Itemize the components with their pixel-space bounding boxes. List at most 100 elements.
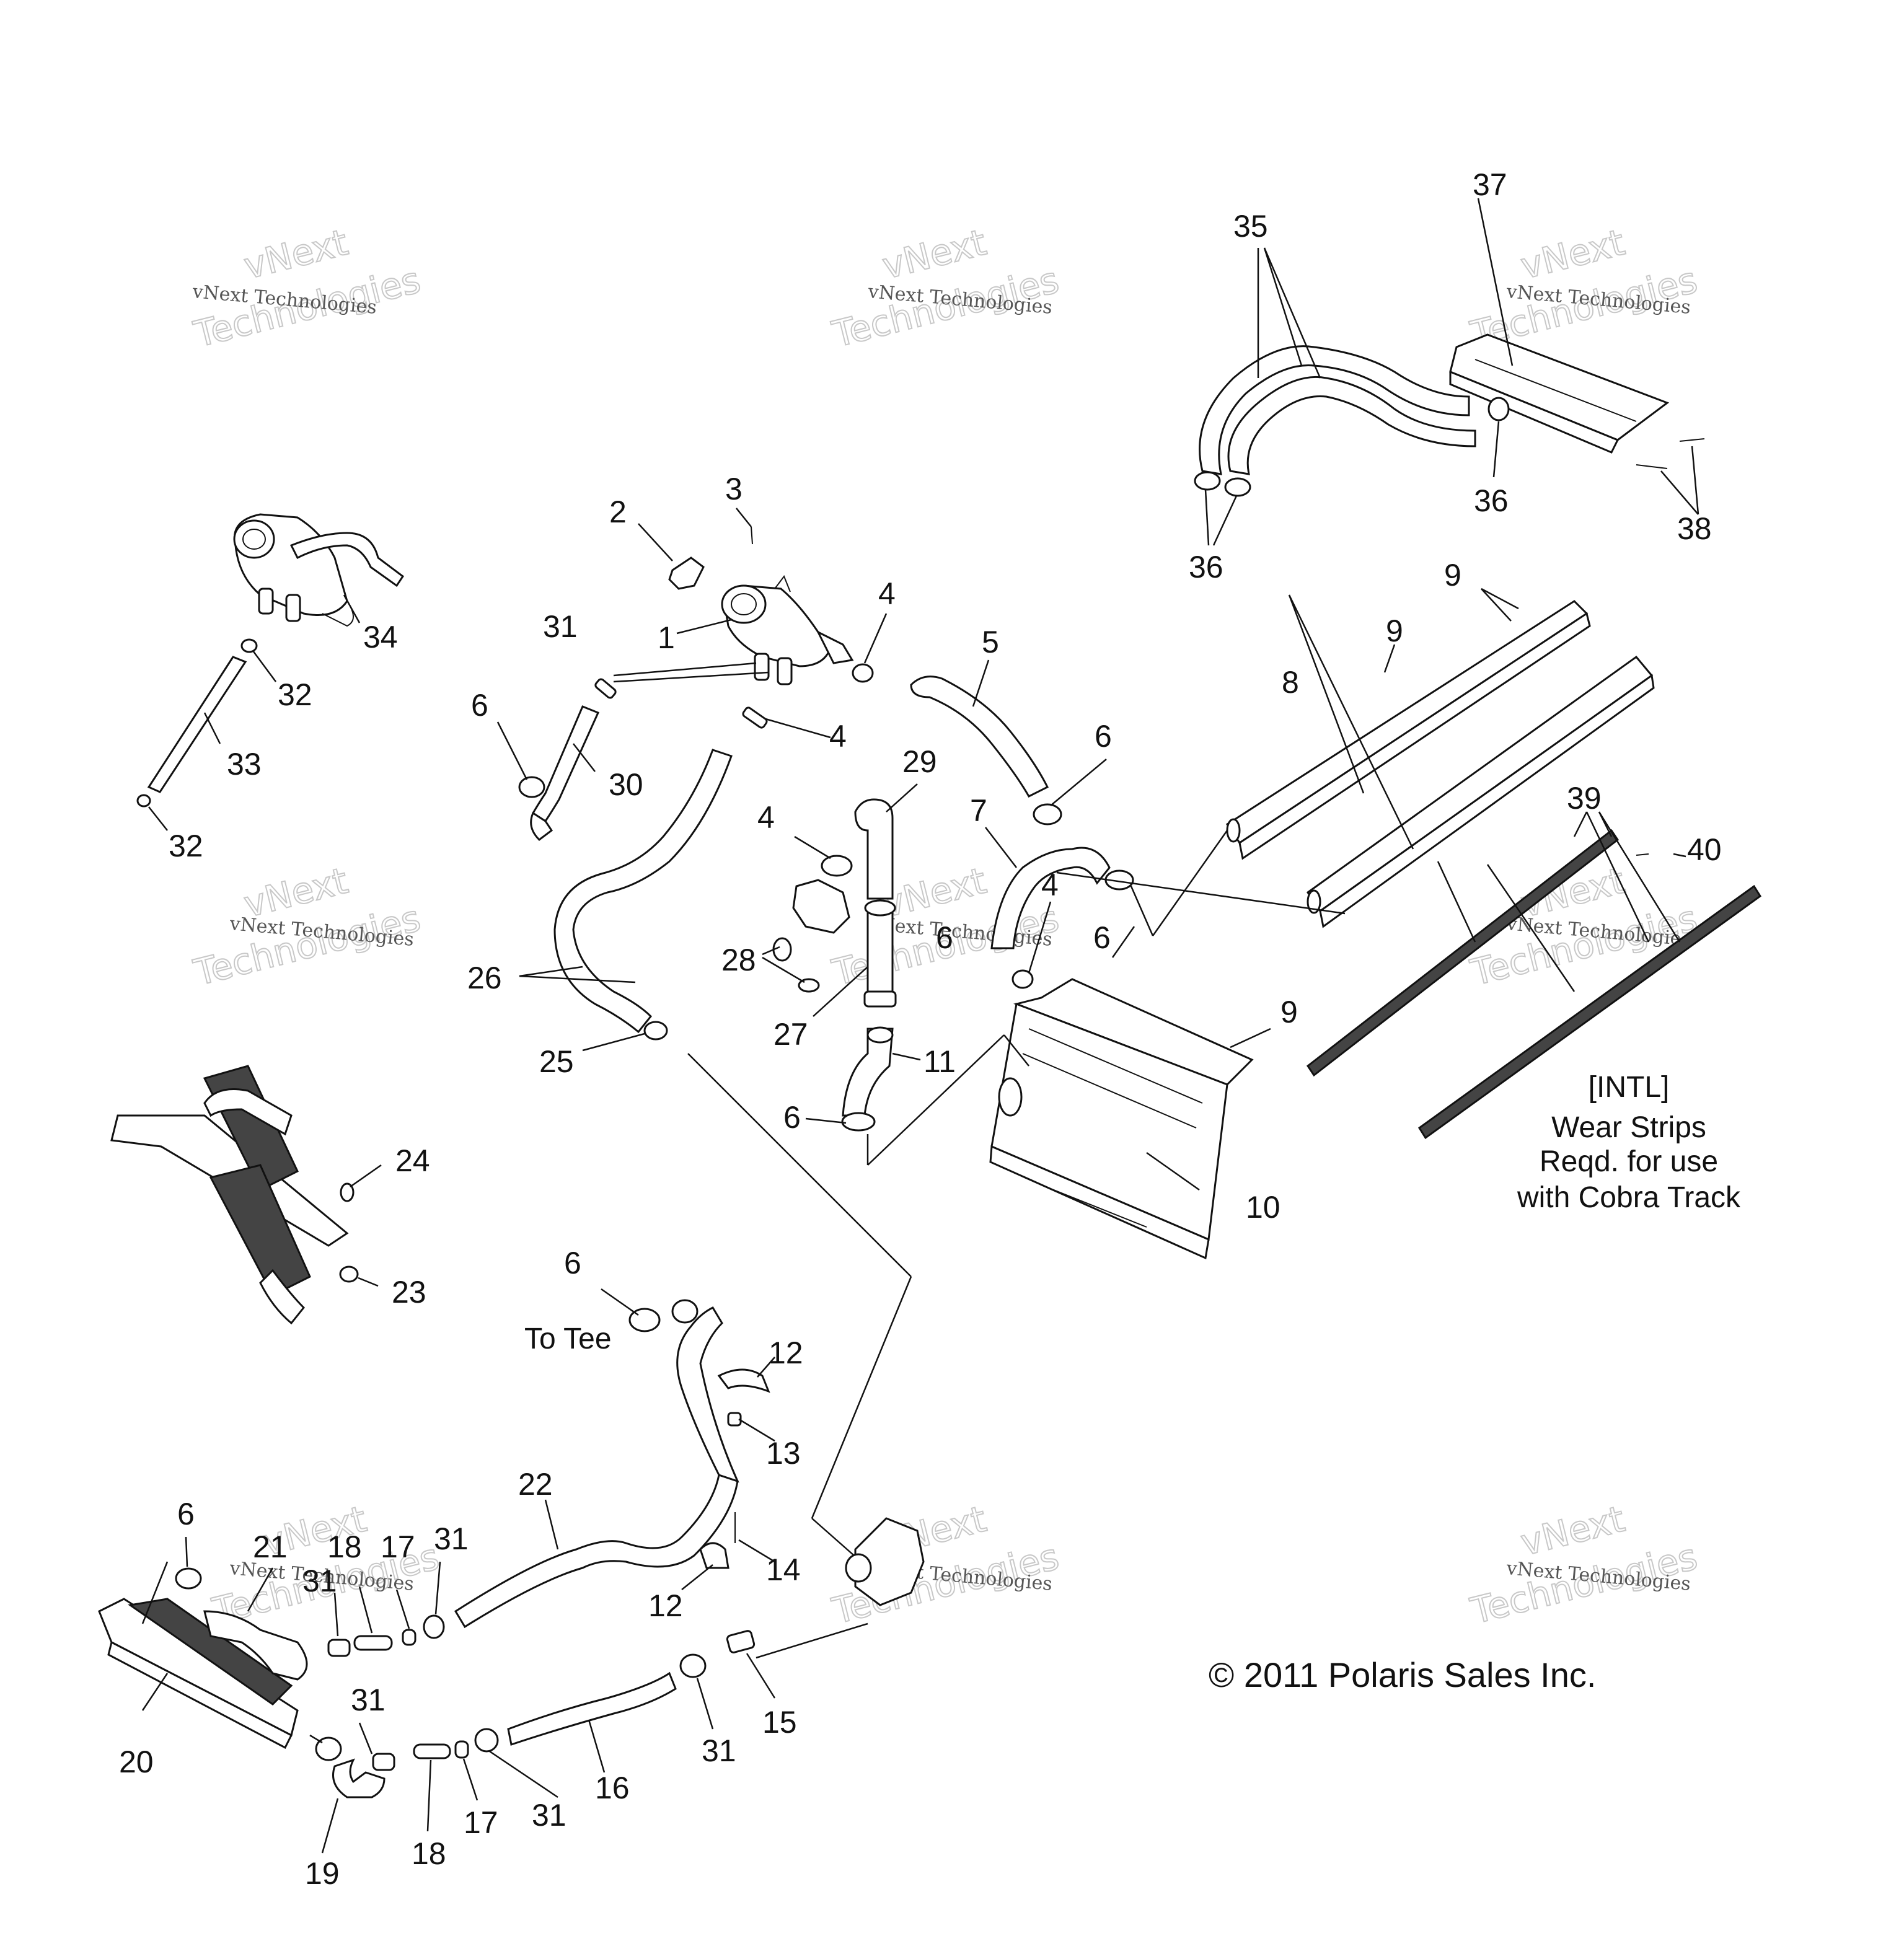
hoses-35	[1194, 345, 1510, 497]
callout-6a: 6	[471, 688, 488, 723]
callout-16: 16	[595, 1771, 630, 1805]
water-pump	[845, 1517, 925, 1606]
overflow-tube-33	[136, 638, 258, 808]
callout-12b: 12	[648, 1588, 683, 1623]
watermark-top-center: vNext Technologies vNext Technologies	[827, 221, 1064, 356]
callout-37: 37	[1473, 167, 1507, 202]
thermostat-housing	[792, 879, 850, 934]
callout-38: 38	[1677, 511, 1712, 546]
callout-31e: 31	[532, 1798, 566, 1833]
hose-22	[454, 1474, 739, 1629]
watermark-bottom-right: vNext Technologies vNext Technologies	[1466, 1497, 1702, 1633]
callout-17a: 17	[381, 1529, 415, 1564]
clamp-tee-lower	[863, 990, 897, 1008]
callout-18b: 18	[412, 1836, 446, 1871]
callout-9a: 9	[1444, 558, 1461, 592]
nut-23	[339, 1265, 359, 1283]
callout-31a: 31	[543, 609, 578, 644]
hose-16	[507, 1671, 677, 1746]
bolt-13	[727, 1412, 742, 1427]
clamp-4c	[821, 855, 853, 877]
intl-note-line-2: Wear Strips	[1551, 1111, 1706, 1144]
copyright-notice: © 2011 Polaris Sales Inc.	[1209, 1655, 1596, 1694]
screw-3	[751, 526, 753, 545]
callout-40: 40	[1687, 832, 1722, 867]
callout-5: 5	[982, 625, 999, 659]
callout-4d: 4	[1041, 868, 1059, 902]
callout-39: 39	[1567, 781, 1602, 816]
callout-4a: 4	[878, 576, 896, 611]
hose-7	[990, 847, 1111, 949]
callout-36b: 36	[1189, 550, 1223, 584]
rear-heat-exchanger-37	[1449, 333, 1670, 454]
callout-31c: 31	[434, 1521, 469, 1556]
watermark-top-right: vNext Technologies vNext Technologies	[1466, 221, 1702, 356]
screw-40	[1636, 853, 1649, 856]
clamp-4d	[1011, 969, 1034, 989]
hose-5	[910, 676, 1049, 798]
intl-note: [INTL] Wear Strips Reqd. for use with Co…	[1517, 1071, 1741, 1214]
callout-6e: 6	[783, 1100, 801, 1135]
tee-27	[866, 904, 894, 1005]
clamp-6-tee	[864, 899, 896, 917]
callout-29: 29	[902, 744, 937, 779]
callout-6d: 6	[936, 920, 953, 955]
intl-note-line-3: Reqd. for use	[1540, 1145, 1718, 1178]
callout-34: 34	[363, 620, 398, 654]
callout-12a: 12	[769, 1336, 803, 1370]
clamp-31g	[679, 1653, 707, 1678]
callout-17b: 17	[464, 1805, 498, 1840]
callout-33: 33	[227, 747, 262, 781]
callout-32a: 32	[278, 677, 312, 712]
clamp-4a	[852, 663, 874, 683]
callout-6c: 6	[1093, 920, 1111, 955]
callout-13: 13	[766, 1436, 801, 1471]
callout-19: 19	[305, 1856, 340, 1891]
clamp-6b	[1033, 803, 1062, 825]
callout-9b: 9	[1386, 614, 1403, 648]
callout-1: 1	[658, 620, 675, 655]
to-tee-label: To Tee	[524, 1323, 612, 1355]
watermark-large-top: vNext	[240, 221, 352, 288]
callout-15: 15	[762, 1705, 797, 1740]
thermostat-28	[772, 937, 792, 962]
coolant-bottle-34	[233, 513, 405, 627]
callout-11: 11	[923, 1044, 956, 1079]
wear-strips-39	[1306, 829, 1762, 1140]
callout-6f: 6	[564, 1246, 581, 1280]
callout-2: 2	[609, 495, 627, 529]
watermark-top-left: vNext Technologies vNext Technologies	[189, 221, 425, 356]
coolant-tank-1	[721, 574, 854, 685]
callout-14: 14	[766, 1552, 801, 1587]
intl-note-line-1: [INTL]	[1589, 1071, 1670, 1104]
fitting-24	[340, 1182, 355, 1202]
watermark-large-top: vNext	[878, 221, 990, 288]
hose-26	[553, 749, 733, 1034]
fitting-31a	[594, 678, 617, 699]
callout-21: 21	[253, 1529, 288, 1564]
callout-26: 26	[467, 961, 502, 995]
callout-4b: 4	[829, 719, 847, 754]
fitting-4b	[742, 706, 768, 729]
elbow-19	[332, 1758, 386, 1798]
callout-10: 10	[1246, 1190, 1280, 1225]
ring-17a	[402, 1629, 416, 1646]
callout-36a: 36	[1474, 483, 1509, 518]
leader-lines	[141, 198, 1699, 1854]
clamp-6c	[866, 1026, 894, 1044]
radiator-20	[98, 1598, 308, 1750]
callout-9c: 9	[1280, 995, 1298, 1029]
bracket-12a	[717, 1368, 770, 1393]
callout-24: 24	[395, 1143, 430, 1178]
callout-32b: 32	[169, 829, 203, 863]
callout-31f: 31	[702, 1733, 736, 1768]
pipe-18b	[413, 1743, 451, 1759]
callout-6g: 6	[177, 1497, 195, 1531]
callout-7: 7	[970, 793, 987, 828]
callout-20: 20	[119, 1745, 154, 1779]
clamp-6f	[175, 1567, 202, 1590]
callout-31b: 31	[302, 1564, 337, 1598]
callout-18a: 18	[327, 1529, 362, 1564]
callout-23: 23	[392, 1275, 426, 1309]
fitting-31e	[372, 1753, 395, 1771]
